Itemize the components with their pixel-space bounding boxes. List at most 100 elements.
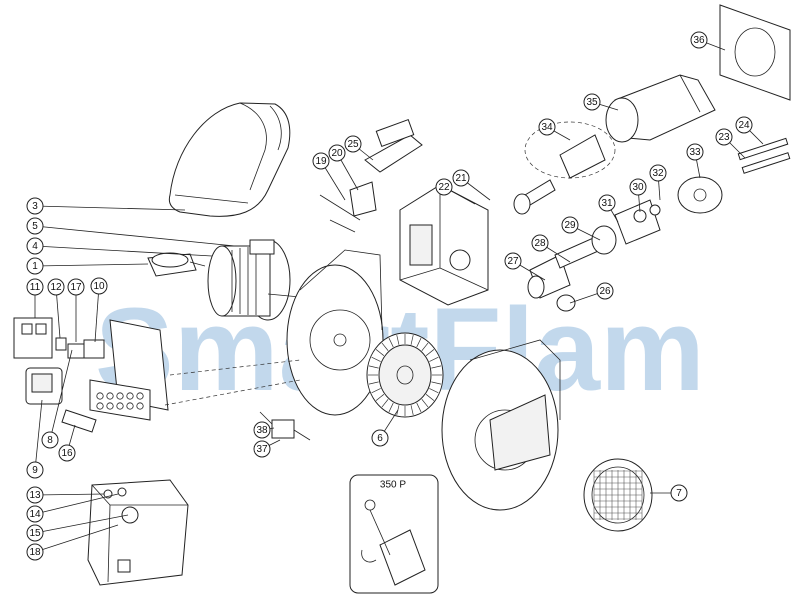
part-number: 14: [29, 509, 41, 520]
part-number: 4: [32, 241, 38, 252]
callout-36: 36: [690, 31, 726, 51]
callout-35: 35: [583, 93, 619, 111]
fan-blade: [416, 402, 422, 413]
callout-29: 29: [561, 216, 601, 241]
callout-circle: [452, 169, 470, 187]
callout-27: 27: [504, 252, 546, 281]
part-number: 8: [47, 435, 53, 446]
part-number: 9: [32, 465, 38, 476]
callout-37: 37: [253, 439, 281, 458]
part-number: 27: [507, 256, 519, 267]
fan-blade: [375, 394, 385, 401]
part-number: 7: [676, 488, 682, 499]
callout-4: 4: [26, 237, 213, 257]
part-number: 6: [377, 433, 383, 444]
callout-circle: [26, 197, 44, 215]
callout-16: 16: [58, 424, 76, 462]
callout-circle: [504, 252, 522, 270]
mounting-plate: [89, 319, 301, 421]
callout-circle: [649, 164, 667, 182]
part-number: 18: [29, 547, 41, 558]
callout-circle: [598, 194, 616, 212]
fan-blade: [371, 356, 381, 362]
fan-blade: [381, 342, 389, 351]
inset-title: 350 P: [380, 480, 406, 491]
callout-26: 26: [569, 282, 614, 304]
part-number: 21: [455, 173, 467, 184]
fan-housing: [286, 249, 384, 416]
callout-38: 38: [253, 421, 275, 439]
part-number: 30: [632, 182, 644, 193]
inset-detail: 350 P: [349, 474, 439, 594]
part-number: 15: [29, 528, 41, 539]
callout-6: 6: [371, 409, 399, 447]
combustion-head: [614, 137, 791, 245]
leader-line: [34, 493, 105, 496]
leader-line: [49, 349, 73, 441]
callout-11: 11: [26, 278, 44, 318]
electrical-cover: [87, 479, 189, 586]
callout-circle: [690, 31, 708, 49]
hole: [116, 402, 124, 410]
callout-circle: [26, 543, 44, 561]
leader-line: [94, 285, 100, 343]
control-box: [25, 367, 63, 405]
part-number: 31: [601, 198, 613, 209]
fan-blade: [425, 394, 435, 401]
part-number: 37: [256, 444, 268, 455]
callout-19: 19: [312, 152, 346, 201]
hole: [96, 402, 104, 410]
part-number: 38: [256, 425, 268, 436]
flange-gasket: [719, 4, 791, 101]
fan-blade: [431, 365, 442, 369]
fan-blade: [396, 334, 400, 345]
callout-circle: [26, 278, 44, 296]
air-filter-grid: [583, 458, 653, 532]
fan-blade: [416, 337, 422, 348]
part-number: 29: [564, 220, 576, 231]
part-number: 3: [32, 201, 38, 212]
callout-circle: [253, 440, 271, 458]
air-box: [399, 184, 489, 306]
callout-circle: [531, 234, 549, 252]
part-number: 10: [93, 281, 105, 292]
callout-circle: [538, 118, 556, 136]
callout-circle: [328, 144, 346, 162]
hole: [126, 402, 134, 410]
callout-circle: [26, 257, 44, 275]
callout-30: 30: [629, 178, 647, 213]
hole: [136, 392, 144, 400]
callout-5: 5: [26, 217, 236, 247]
fan-blade: [381, 399, 389, 408]
callout-circle: [58, 444, 76, 462]
leader-line: [34, 493, 119, 515]
leader-line: [55, 286, 61, 339]
part-number: 20: [331, 148, 343, 159]
part-number: 34: [541, 122, 553, 133]
callout-10: 10: [90, 277, 108, 343]
fan-wheel: [366, 332, 444, 418]
hole: [126, 392, 134, 400]
callout-25: 25: [344, 135, 374, 161]
nozzle-tube: [513, 179, 617, 312]
callout-circle: [67, 278, 85, 296]
fan-blade: [375, 349, 385, 356]
part-number: 25: [347, 139, 359, 150]
fan-blade: [410, 334, 414, 345]
part-number: 26: [599, 286, 611, 297]
hole: [106, 392, 114, 400]
fan-blade: [368, 381, 379, 385]
callout-circle: [90, 277, 108, 295]
hole: [116, 392, 124, 400]
leader-line: [34, 205, 186, 211]
fan-blade: [368, 365, 379, 369]
callout-circle: [583, 93, 601, 111]
callout-24: 24: [735, 116, 764, 145]
hole: [106, 402, 114, 410]
callout-34: 34: [538, 118, 571, 141]
fan-blade: [371, 388, 381, 394]
part-number: 32: [652, 168, 664, 179]
fan-blade: [431, 381, 442, 385]
hole: [96, 392, 104, 400]
